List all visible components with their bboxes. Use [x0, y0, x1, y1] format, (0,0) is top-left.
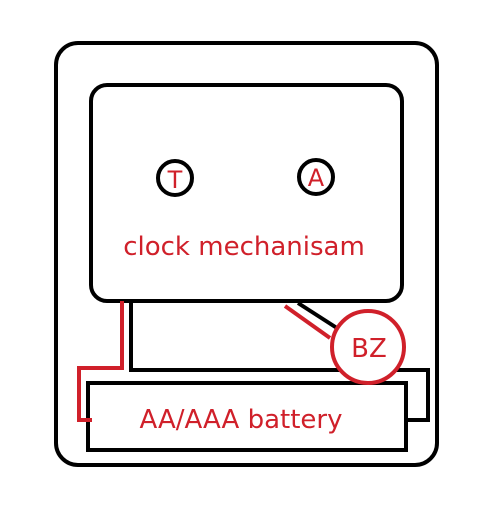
buzzer-wire-red — [283, 304, 332, 340]
black-wire-negative — [129, 301, 430, 422]
buzzer-circle — [330, 309, 406, 385]
clock-mechanism-box — [89, 83, 404, 303]
outer-enclosure — [54, 41, 439, 467]
buzzer-wire-black — [296, 301, 342, 332]
terminal-t-circle — [156, 159, 194, 197]
mechanism-label: clock mechanisam — [123, 232, 365, 262]
terminal-a-circle — [297, 158, 335, 196]
battery-box — [86, 381, 408, 452]
battery-label: AA/AAA battery — [139, 405, 342, 435]
buzzer-label: BZ — [351, 334, 387, 364]
terminal-t-label: T — [167, 166, 183, 194]
red-wire-positive — [77, 301, 124, 422]
terminal-a-label: A — [308, 164, 325, 192]
